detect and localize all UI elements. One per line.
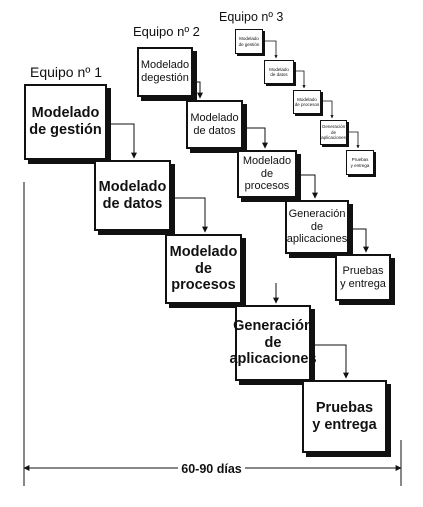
team1-connector-4: [311, 344, 349, 379]
team3-connector-2: [294, 70, 306, 89]
team3-connector-3: [321, 100, 334, 119]
team3-step-testing-delivery: Pruebas y entrega: [346, 150, 374, 175]
team1-step-data-modeling: Modelado de datos: [94, 160, 171, 231]
team2-step-data-modeling: Modelado de datos: [186, 100, 243, 149]
team1-label: Equipo nº 1: [30, 64, 103, 80]
team2-step-application-generation: Generación de aplicaciones: [285, 200, 349, 254]
timeline-duration-label: 60-90 días: [0, 462, 423, 476]
team1-step-application-generation: Generación de aplicaciones: [229, 305, 317, 381]
team2-step-process-modeling: Modelado de procesos: [237, 150, 297, 198]
team2-label: Equipo nº 2: [133, 24, 200, 39]
team1-step-testing-delivery: Pruebas y entrega: [302, 380, 387, 453]
team2-connector-2: [243, 127, 268, 149]
team2-step-testing-delivery: Pruebas y entrega: [335, 254, 391, 301]
team1-connector-2: [171, 197, 208, 233]
team2-connector-3: [297, 174, 318, 199]
team1-step-business-modeling: Modelado de gestión: [24, 84, 107, 160]
team3-step-data-modeling: Modelado de datos: [264, 60, 294, 84]
team3-label: Equipo nº 3: [219, 10, 284, 24]
duration-text: 60-90 días: [178, 462, 245, 476]
team1-connector-1: [107, 123, 137, 159]
team2-step-business-modeling: Modelado degestión: [137, 47, 193, 97]
team2-connector-4: [349, 228, 369, 253]
team1-step-process-modeling: Modelado de procesos: [165, 234, 242, 304]
team3-step-application-generation: Generación de aplicaciones: [320, 120, 347, 145]
team3-connector-4: [347, 131, 360, 149]
team3-connector-1: [263, 40, 278, 59]
team3-step-process-modeling: Modelado de procesos: [293, 90, 321, 114]
team3-step-business-modeling: Modelado de gestión: [235, 29, 263, 54]
